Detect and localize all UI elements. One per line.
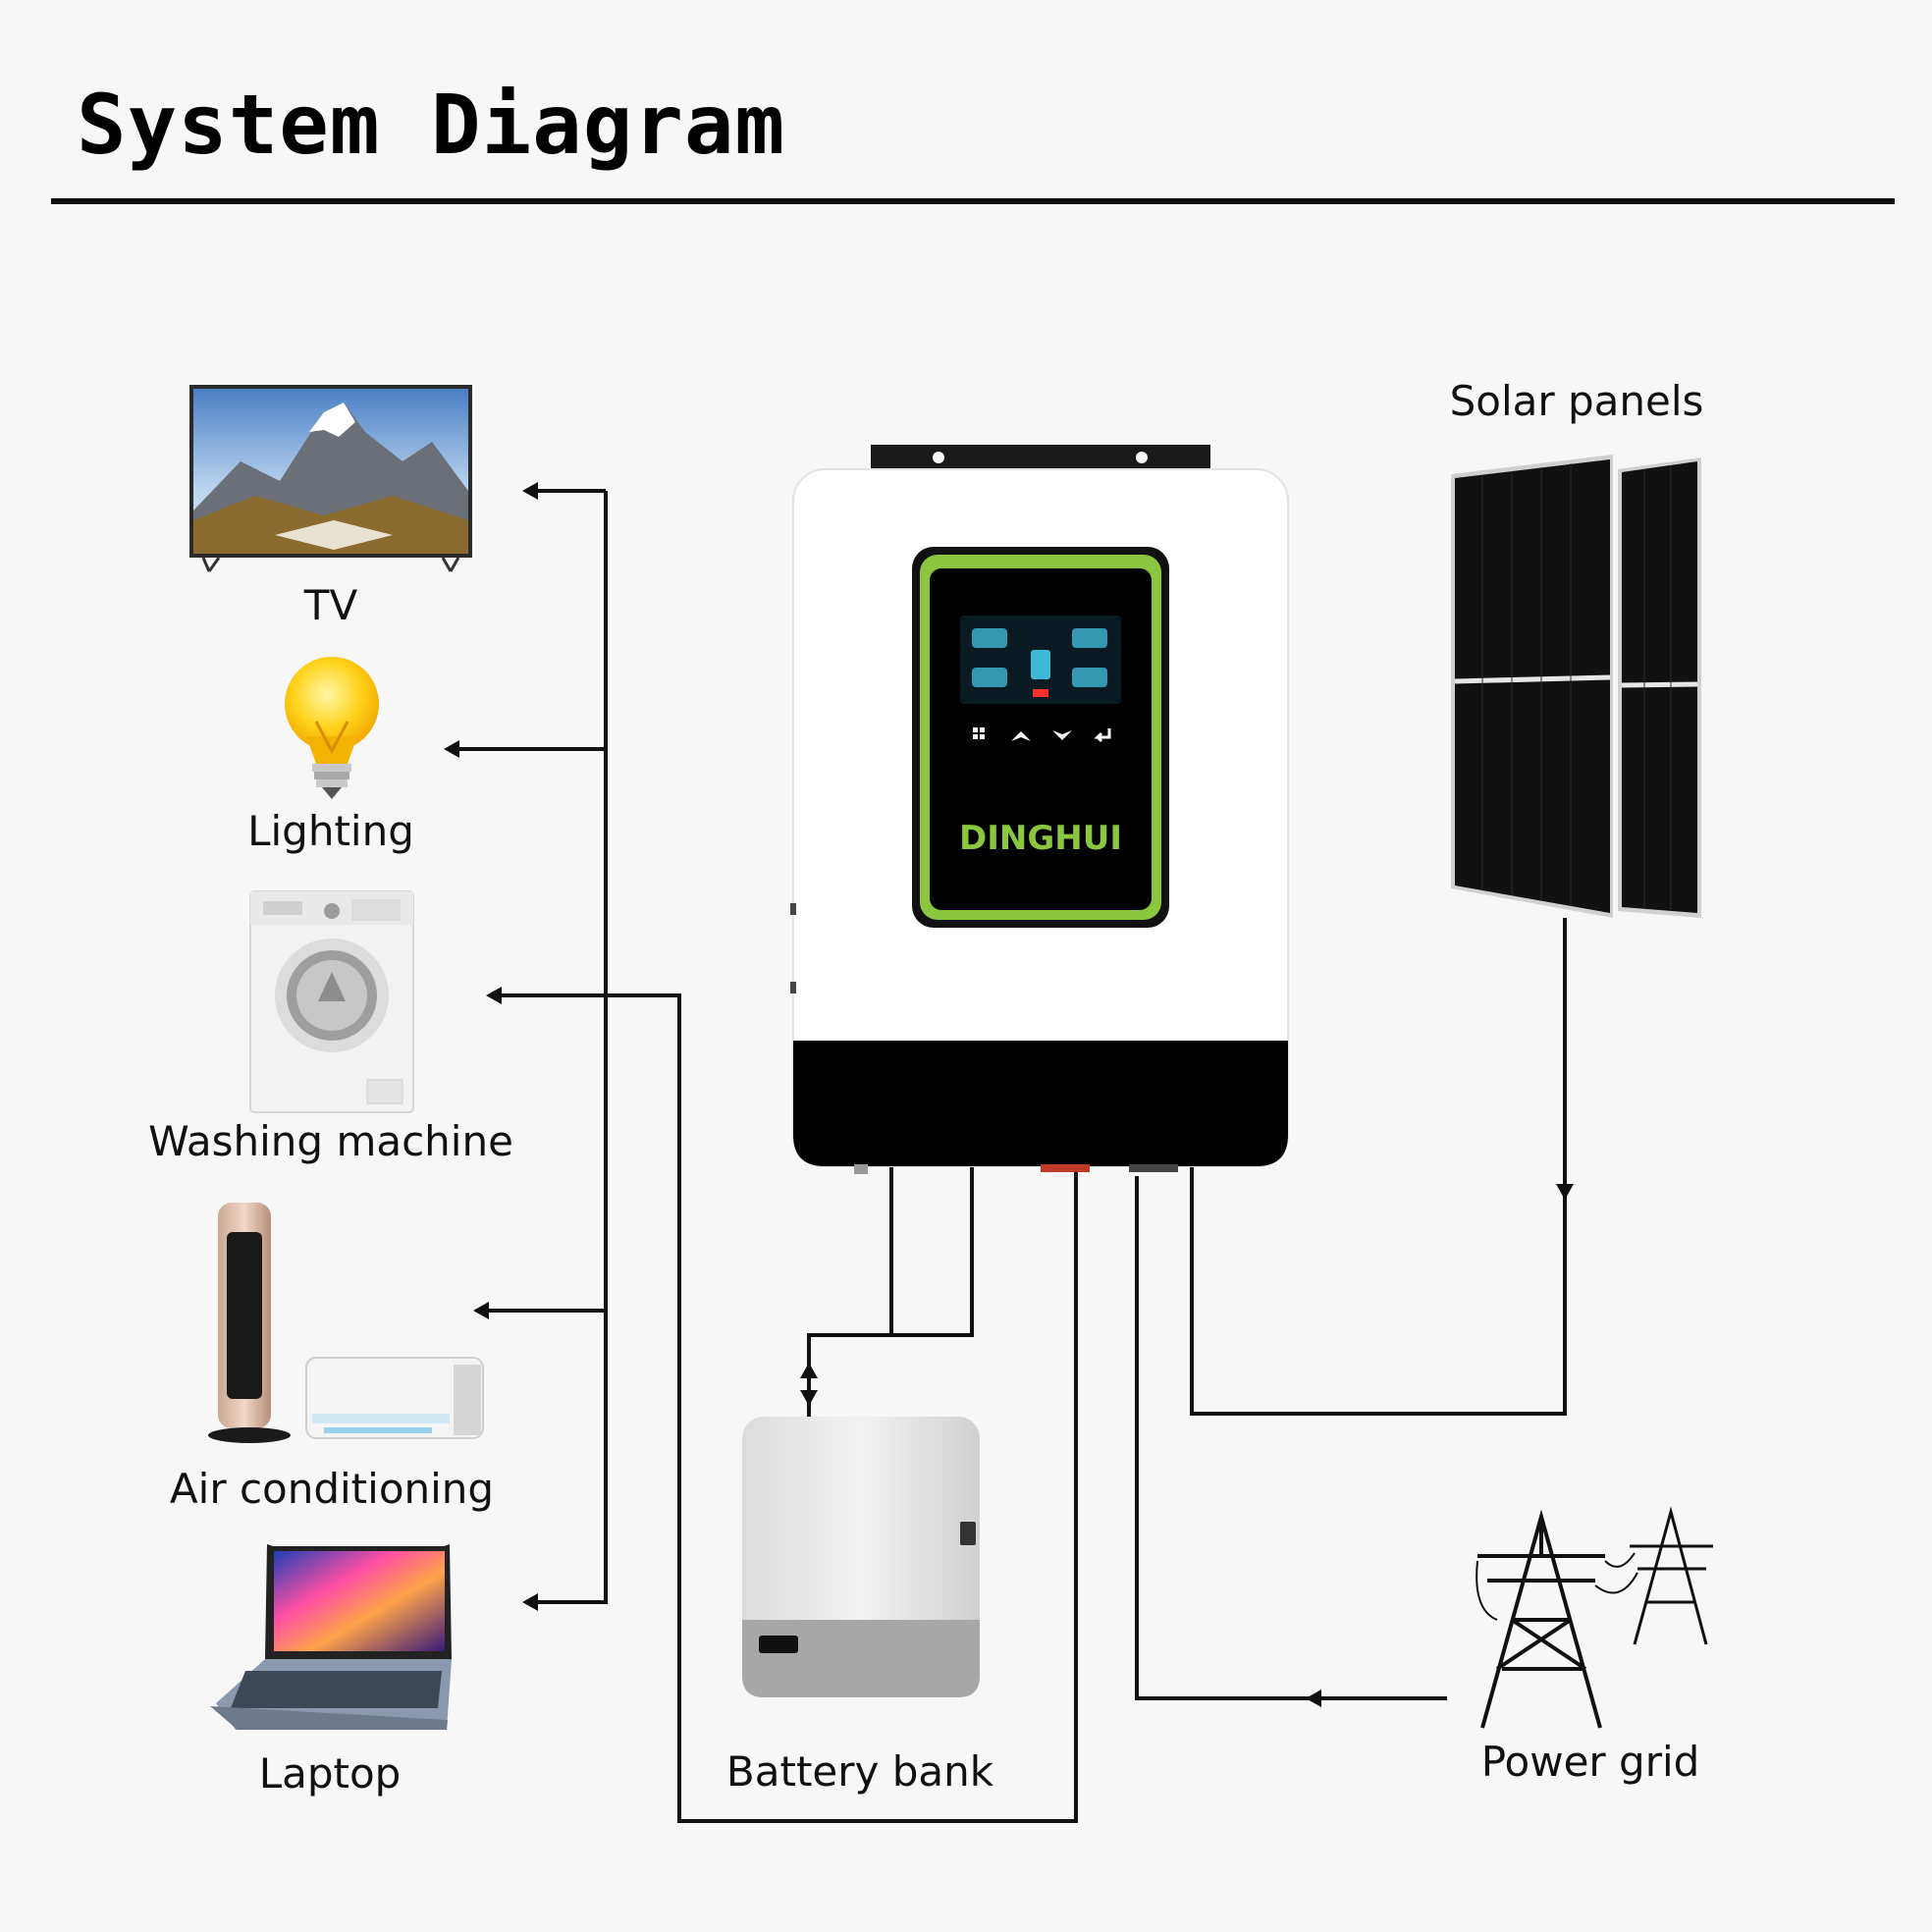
battery-bank-icon [742, 1417, 980, 1697]
air-conditioner-icon [305, 1357, 484, 1439]
arrow-from-grid [1306, 1690, 1321, 1707]
load-arrowheads [444, 482, 538, 1611]
label-tv: TV [303, 581, 358, 629]
enter-icon [1094, 728, 1111, 743]
battery-arrows [800, 1363, 818, 1406]
label-lighting: Lighting [247, 807, 414, 855]
arrow-to-washing-machine [486, 987, 502, 1004]
arrow-to-air-conditioning [473, 1302, 489, 1319]
label-washing-machine: Washing machine [148, 1117, 513, 1165]
label-battery-bank: Battery bank [725, 1747, 994, 1796]
inverter-brand-logo: DINGHUI [959, 819, 1122, 858]
inverter-output-wiring [496, 993, 1078, 1823]
label-power-grid: Power grid [1480, 1738, 1700, 1786]
grid-wiring [1135, 1176, 1447, 1700]
arrow-from-solar [1556, 1184, 1574, 1200]
label-laptop: Laptop [258, 1749, 402, 1798]
battery-wiring [807, 1166, 974, 1419]
power-grid-icon [1476, 1506, 1713, 1729]
title-divider [51, 198, 1895, 204]
tv-icon [189, 385, 472, 572]
label-air-conditioning: Air conditioning [169, 1465, 495, 1513]
label-solar-panels: Solar panels [1449, 377, 1704, 425]
light-bulb-icon [285, 657, 379, 799]
tower-heater-icon [208, 1203, 291, 1443]
menu-icon [973, 727, 985, 739]
laptop-icon [210, 1544, 452, 1730]
washing-machine-icon [249, 890, 414, 1113]
inverter-buttons [973, 727, 1111, 743]
load-bus-wiring [454, 489, 608, 1604]
arrow-to-lighting [444, 740, 459, 758]
down-icon [1052, 730, 1072, 740]
arrow-to-laptop [522, 1593, 538, 1611]
inverter-panel [912, 547, 1169, 928]
solar-wiring [1190, 918, 1567, 1416]
arrow-to-tv [522, 482, 538, 500]
up-icon [1011, 731, 1031, 741]
page-title: System Diagram [77, 77, 786, 173]
solar-panels-icon [1451, 455, 1701, 918]
